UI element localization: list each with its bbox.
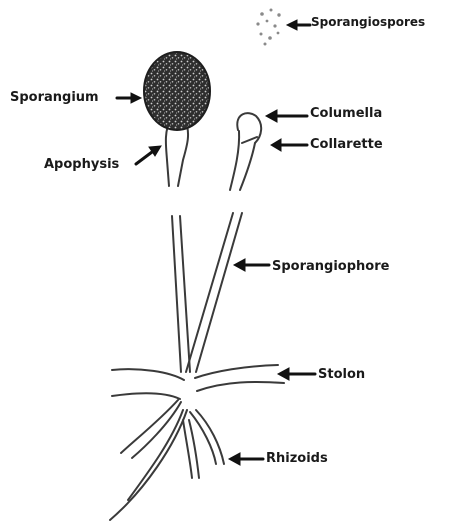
arrow-collarette — [271, 139, 307, 151]
label-sporangium: Sporangium — [10, 90, 99, 106]
arrow-sporangiophore — [234, 259, 269, 271]
sporangium-shape — [144, 52, 210, 130]
arrow-sporangium — [117, 93, 141, 103]
label-apophysis: Apophysis — [44, 157, 119, 173]
label-stolon: Stolon — [318, 367, 365, 383]
label-sporangiospores: Sporangiospores — [311, 14, 425, 30]
arrow-rhizoids — [229, 453, 263, 465]
arrow-stolon — [278, 368, 315, 380]
label-columella: Columella — [310, 106, 382, 122]
left-sporangiophore — [166, 120, 190, 372]
right-sporangiophore — [186, 113, 261, 372]
rhizoid-lines — [110, 400, 224, 520]
stolon-lines — [112, 365, 284, 399]
arrow-apophysis — [136, 146, 161, 164]
sporangiospores-dots — [256, 9, 280, 46]
arrow-sporangiospores — [287, 20, 310, 30]
label-collarette: Collarette — [310, 137, 383, 153]
arrow-columella — [266, 110, 307, 122]
label-rhizoids: Rhizoids — [266, 451, 328, 467]
label-sporangiophore: Sporangiophore — [272, 259, 389, 275]
